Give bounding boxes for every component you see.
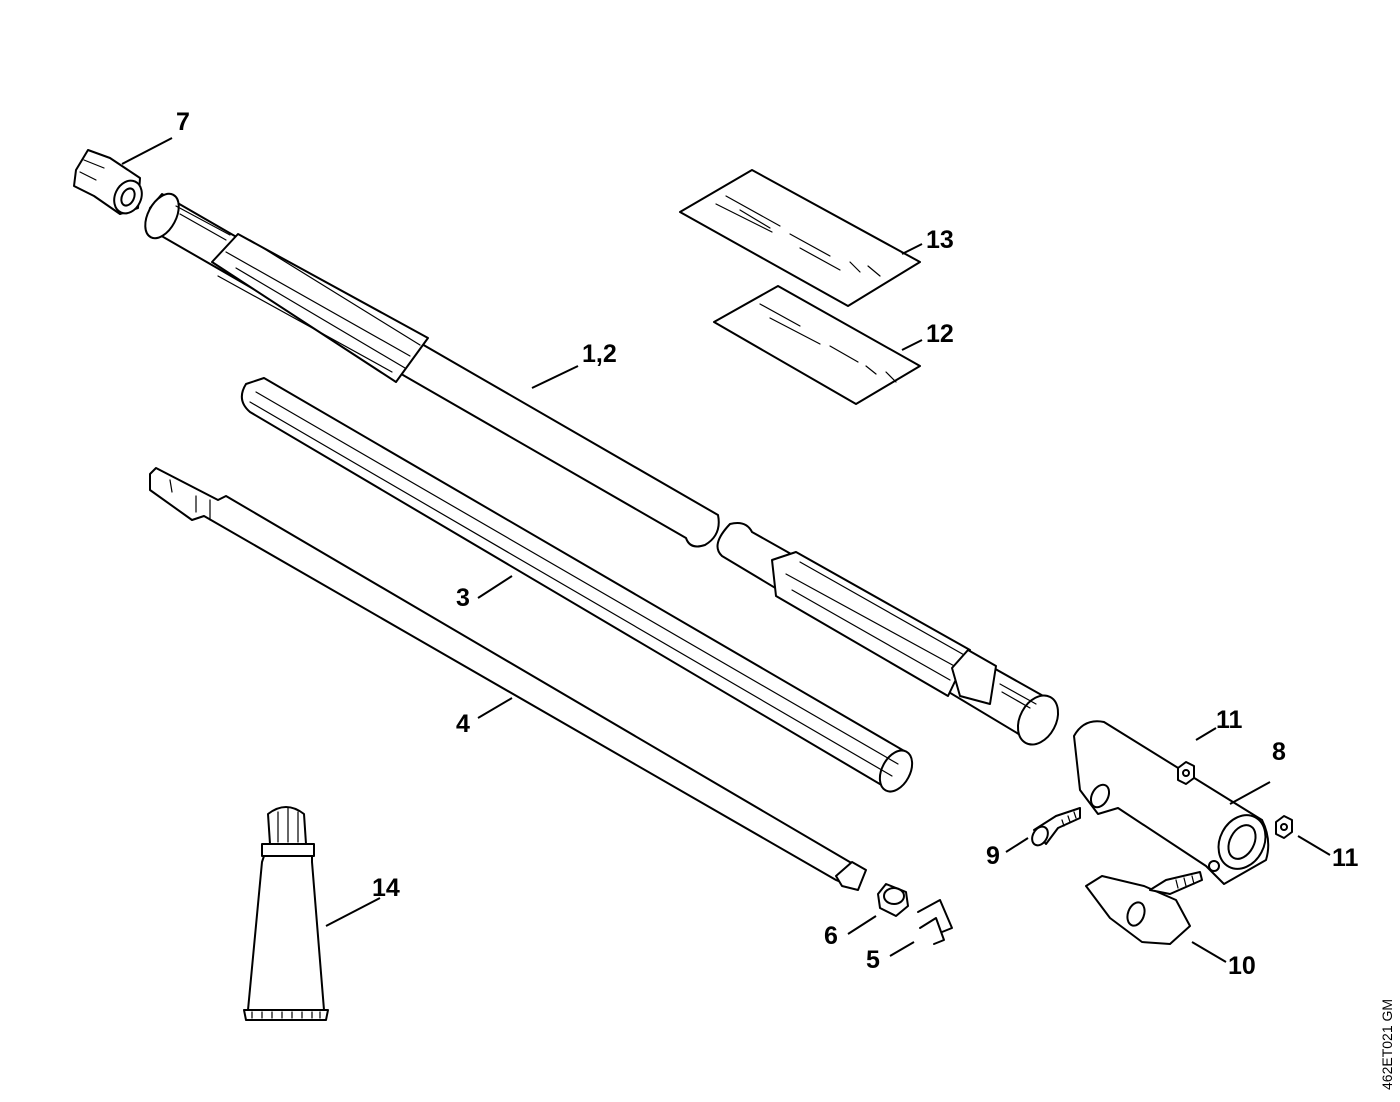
- label-part-1-2: 1,2: [582, 340, 617, 368]
- label-part-5: 5: [866, 946, 880, 974]
- label-part-11-top: 11: [1216, 706, 1243, 734]
- leader-lines: [121, 137, 1331, 963]
- label-part-9: 9: [986, 842, 1000, 870]
- part-4-drive-shaft: [149, 467, 867, 891]
- label-part-13: 13: [926, 226, 954, 254]
- label-part-14: 14: [372, 874, 400, 902]
- part-11-nut-right: [1275, 815, 1293, 839]
- label-part-10: 10: [1228, 952, 1256, 980]
- part-3-inner-tube: [240, 377, 914, 793]
- part-8-handle-clamp: [1073, 720, 1270, 885]
- part-10-wing-screw: [1085, 871, 1203, 945]
- part-11-nut-top: [1177, 761, 1195, 785]
- label-part-7: 7: [176, 108, 190, 136]
- label-part-11-right: 11: [1332, 844, 1359, 872]
- label-part-8: 8: [1272, 738, 1286, 766]
- drawing-code: 462ET021 GM: [1379, 999, 1395, 1090]
- part-14-grease-tube: [243, 806, 329, 1021]
- part-12-label-sticker: [713, 285, 921, 405]
- part-13-label-sticker: [679, 169, 921, 307]
- label-part-6: 6: [824, 922, 838, 950]
- label-part-3: 3: [456, 584, 470, 612]
- part-7-end-cap: [73, 149, 143, 215]
- part-1-2-drive-tube: [144, 192, 1060, 746]
- label-part-4: 4: [456, 710, 470, 738]
- part-9-screw: [1031, 807, 1081, 847]
- part-6-sleeve: [877, 883, 909, 917]
- label-part-12: 12: [926, 320, 954, 348]
- part-5-clip: [917, 899, 953, 945]
